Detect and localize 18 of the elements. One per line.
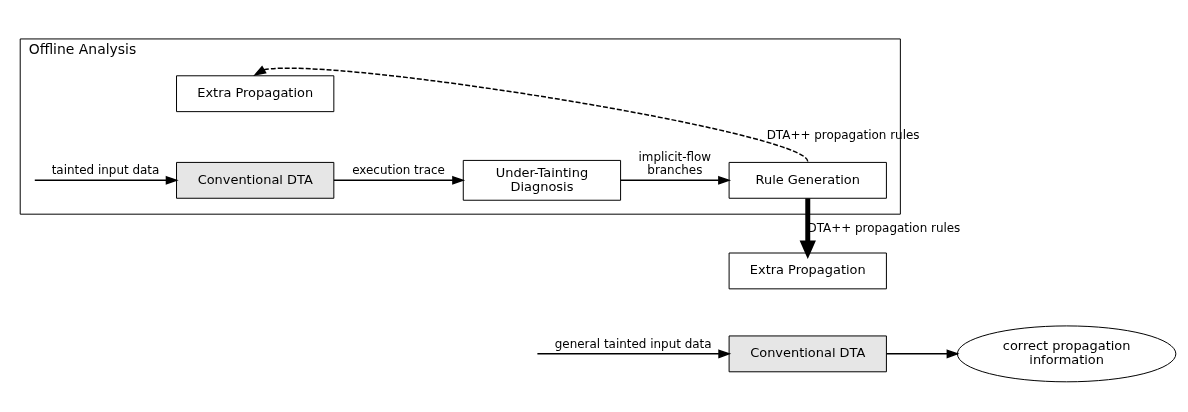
node-box: Extra Propagation xyxy=(728,252,887,289)
edge-label: general tainted input data xyxy=(554,335,712,350)
node-box: Conventional DTA xyxy=(176,161,335,199)
arrow xyxy=(885,348,960,358)
arrow xyxy=(333,175,466,185)
node-box: Rule Generation xyxy=(728,161,887,199)
node-box: Conventional DTA xyxy=(728,334,887,372)
node-box: Under-Tainting Diagnosis xyxy=(462,159,622,201)
edge-label: tainted input data xyxy=(51,162,160,177)
node-box: Extra Propagation xyxy=(176,74,335,112)
node-ellipse: correct propagation information xyxy=(956,324,1177,382)
arrow xyxy=(799,197,816,259)
edge-label: execution trace xyxy=(352,162,445,177)
arrow xyxy=(253,65,809,162)
arrow xyxy=(619,175,732,185)
arrow xyxy=(536,348,732,358)
arrow xyxy=(34,175,179,185)
edge-label: implicit-flow branches xyxy=(638,149,712,177)
